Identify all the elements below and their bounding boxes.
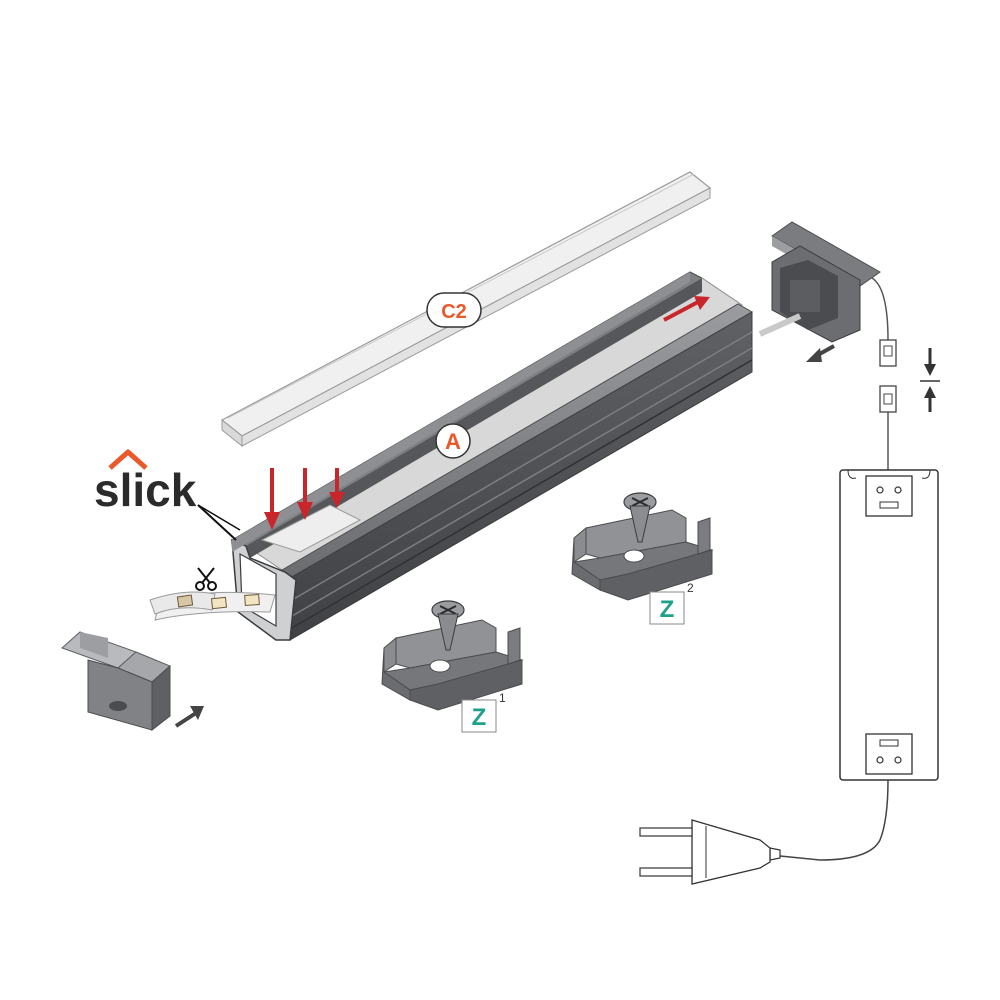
- screw-icon: [431, 600, 465, 651]
- insert-arrow-icon: [174, 706, 204, 728]
- press-arrow-icon: [264, 468, 345, 530]
- clip-1-index: 1: [499, 691, 506, 705]
- clip-2-label: Z 2: [649, 581, 694, 625]
- plug-icon: [639, 819, 781, 885]
- slide-arrow-icon: [663, 296, 710, 322]
- power-supply-icon: [839, 469, 939, 781]
- cable-lower: [779, 779, 889, 861]
- slick-logo: slick: [94, 449, 241, 541]
- clip-1-label-text: Z: [472, 704, 487, 731]
- profile-label: A: [435, 423, 471, 459]
- screw-icon: [623, 492, 657, 543]
- end-cap-left: [61, 631, 171, 732]
- cable-upper: [871, 277, 889, 341]
- remove-arrow-icon: [806, 344, 835, 362]
- cover-label: C2: [426, 292, 482, 328]
- clip-2-index: 2: [687, 581, 694, 595]
- cover-label-text: C2: [441, 301, 467, 323]
- connector: [879, 339, 897, 470]
- mounting-clip-2: [571, 509, 714, 601]
- connect-arrows-icon: [920, 348, 940, 412]
- logo-wordmark: slick: [94, 464, 197, 516]
- scissors-icon: [195, 567, 217, 591]
- end-cap-right: [758, 221, 881, 343]
- clip-2-label-text: Z: [660, 596, 675, 623]
- led-tape-in-profile: [260, 504, 362, 553]
- profile-label-text: A: [445, 429, 461, 454]
- led-strip: [149, 591, 276, 621]
- clip-1-label: Z 1: [461, 691, 506, 733]
